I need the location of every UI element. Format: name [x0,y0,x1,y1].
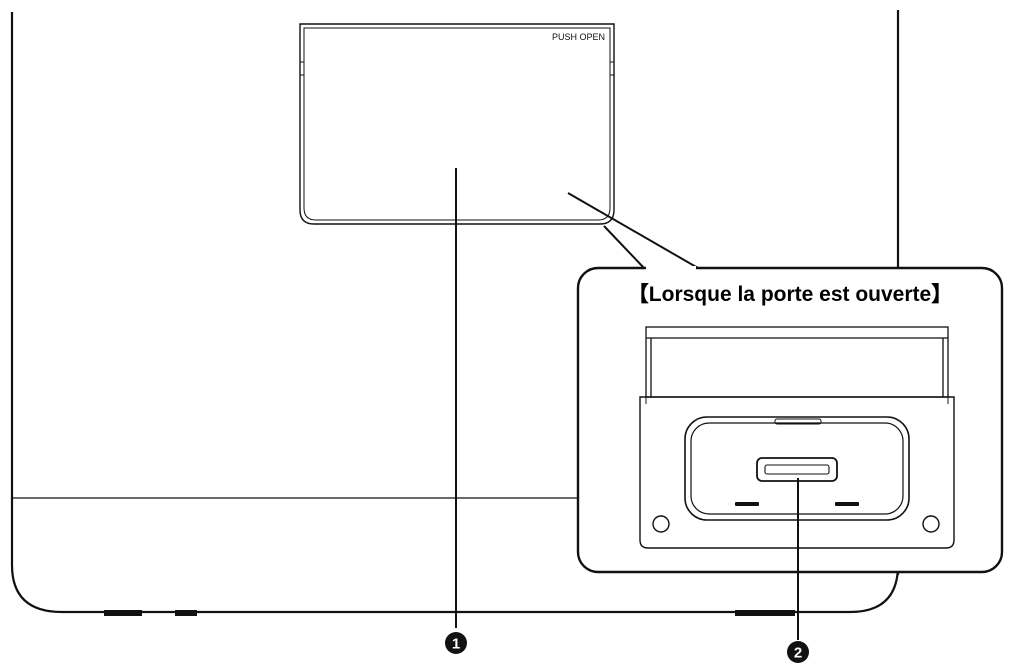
marker-1-label: 1 [452,636,460,653]
callout-pointer [567,192,700,269]
dock-panel [639,396,955,549]
marker-1: 1 [445,632,467,654]
marker-2-label: 2 [794,645,802,662]
marker-2: 2 [787,641,809,663]
callout-box: 【Lorsque la porte est ouverte】 [576,266,1004,574]
callout-title: 【Lorsque la porte est ouverte】 [628,283,952,306]
open-door-flap [645,326,949,398]
door-label: PUSH OPEN [552,32,605,42]
device-feet [104,610,795,616]
door-panel: PUSH OPEN [299,23,615,225]
